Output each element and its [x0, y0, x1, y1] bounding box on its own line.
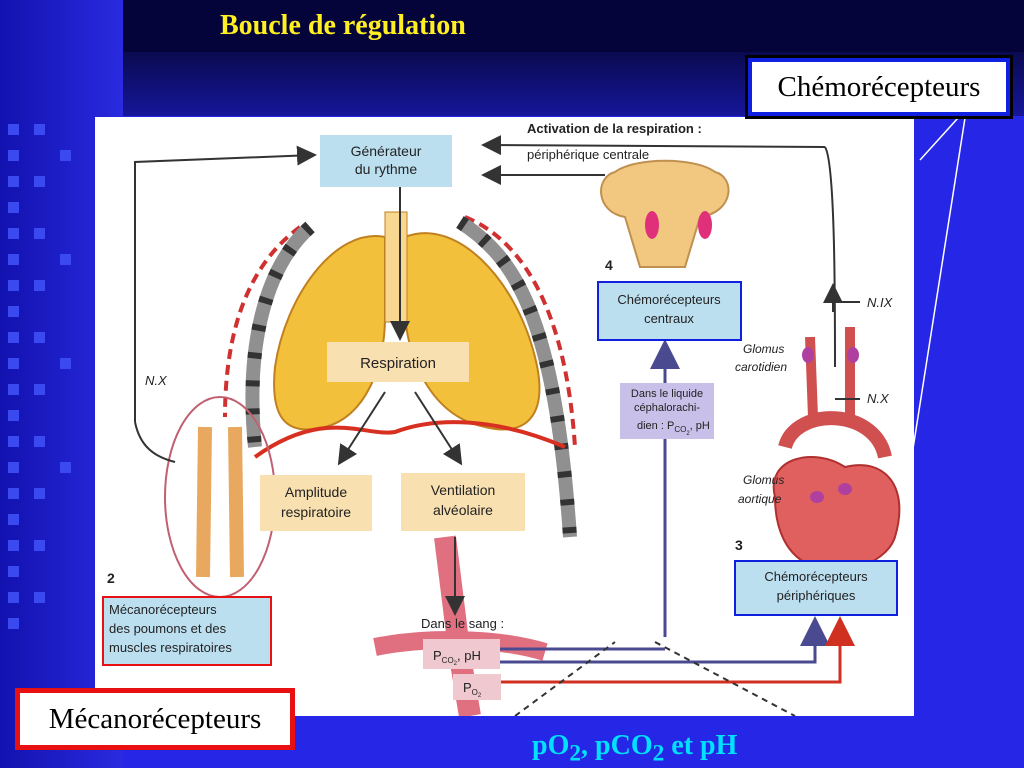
generator-box	[320, 135, 452, 187]
aortic-body-left	[810, 491, 824, 503]
caption-pco: , pCO	[581, 730, 653, 761]
gas-caption: pO2, pCO2 et pH	[532, 730, 737, 768]
arrow-periph	[824, 146, 836, 368]
mechano-line3: muscles respiratoires	[109, 640, 232, 655]
csf-box	[620, 383, 714, 439]
peripheral-chemo-box	[734, 560, 898, 616]
mechanoreceptors-callout: Mécanorécepteurs	[15, 688, 295, 750]
blood-label: Dans le sang :	[421, 616, 504, 631]
ventilation-label-line2: alvéolaire	[433, 502, 493, 518]
amplitude-box	[260, 475, 372, 531]
ventilation-label-line1: Ventilation	[431, 482, 496, 498]
csf-tail: , pH	[690, 420, 710, 432]
mechano-line1: Mécanorécepteurs	[109, 602, 217, 617]
nerve-x-left: N.X	[145, 373, 168, 388]
slide-title: Boucle de régulation	[220, 10, 466, 41]
csf-line2: céphalorachi-	[634, 402, 700, 414]
central-chemo-line1: Chémorécepteurs	[617, 292, 721, 307]
pco2-p: P	[433, 648, 442, 663]
lung-dashed-arc-right	[464, 215, 577, 448]
central-chemo-box	[597, 281, 742, 341]
glomus-carotid-line2: carotidien	[735, 360, 787, 374]
po2-p: P	[463, 680, 472, 695]
respiration-box	[327, 342, 469, 382]
muscle-fibre-2	[228, 426, 244, 578]
csf-line3: dien : PCO2, pH	[637, 420, 710, 437]
glomus-aortic-line1: Glomus	[743, 473, 784, 487]
aortic-arch	[778, 411, 892, 459]
callout-line-1	[919, 117, 959, 161]
section-number-4: 4	[605, 257, 613, 273]
pco2-sub2: 2	[454, 661, 458, 667]
heart	[772, 456, 901, 572]
glomus-aortic-line2: aortique	[738, 492, 782, 506]
rib-cage-right-dots	[456, 216, 577, 538]
regulation-figure: Activation de la respiration : périphéri…	[95, 117, 914, 716]
po2-sub: O	[472, 688, 478, 697]
brainstem	[600, 159, 730, 268]
regulation-diagram: Activation de la respiration : périphéri…	[102, 121, 901, 716]
po2-sub2: 2	[478, 693, 482, 699]
arrow-left-nerve	[134, 421, 176, 463]
central-chemo-spot-right	[698, 211, 712, 239]
respiration-label: Respiration	[360, 355, 436, 372]
csf-sub: CO	[674, 425, 686, 434]
ventilation-box	[401, 473, 525, 531]
csf-sub2: 2	[686, 431, 690, 437]
csf-line1: Dans le liquide	[631, 388, 703, 400]
pco2-label: PCO2, pH	[433, 648, 481, 667]
csf-line3-text: dien : P	[637, 420, 674, 432]
callout-line-2	[911, 117, 966, 456]
carotid-body-right	[847, 347, 859, 363]
diaphragm	[253, 420, 566, 459]
generator-label-line2: du rythme	[355, 161, 417, 177]
chemoreceptors-callout: Chémorécepteurs	[745, 55, 1013, 119]
arrow-red-periph	[500, 616, 855, 684]
arrow-blue-periph	[500, 616, 830, 664]
top-bar	[123, 0, 1024, 52]
dashed-line-2	[654, 641, 796, 716]
nerve-ix: N.IX	[867, 295, 894, 310]
muscle-fibre-1	[196, 426, 212, 578]
rib-cage-left-dots	[245, 221, 315, 448]
peripheral-chemo-line2: périphériques	[777, 588, 856, 603]
caption-sub-2: 2	[652, 740, 665, 767]
generator-label-line1: Générateur	[351, 143, 422, 159]
nerve-x-right: N.X	[867, 391, 890, 406]
peripheral-chemo-line1: Chémorécepteurs	[764, 569, 868, 584]
section-number-2: 2	[107, 570, 115, 586]
arrow-vent	[414, 391, 463, 466]
pco2-sub: CO	[442, 656, 454, 665]
po2-label: PO2	[463, 680, 482, 699]
lung-dashed-arc-left	[223, 225, 302, 418]
amplitude-label-line1: Amplitude	[285, 484, 347, 500]
arrow-to-gen-1	[481, 135, 826, 156]
caption-ph: et pH	[664, 730, 738, 761]
po2-box	[453, 674, 501, 700]
activation-subheader: périphérique centrale	[527, 147, 649, 162]
mechano-line2: des poumons et des	[109, 621, 227, 636]
pco2-tail: , pH	[457, 648, 481, 663]
carotid-body-left	[802, 347, 814, 363]
section-number-3: 3	[735, 537, 743, 553]
pco2-box	[423, 639, 500, 669]
caption-po: pO	[532, 730, 570, 761]
caption-sub-1: 2	[569, 740, 582, 767]
arrow-left-loop	[134, 145, 317, 422]
aortic-body-right	[838, 483, 852, 495]
central-chemo-line2: centraux	[644, 311, 694, 326]
dashed-line-1	[514, 641, 616, 716]
mechano-box	[102, 596, 272, 666]
activation-header: Activation de la respiration :	[527, 121, 702, 136]
glomus-carotid-line1: Glomus	[743, 342, 784, 356]
amplitude-label-line2: respiratoire	[281, 504, 351, 520]
arrow-amp	[337, 391, 386, 466]
central-chemo-spot-left	[645, 211, 659, 239]
